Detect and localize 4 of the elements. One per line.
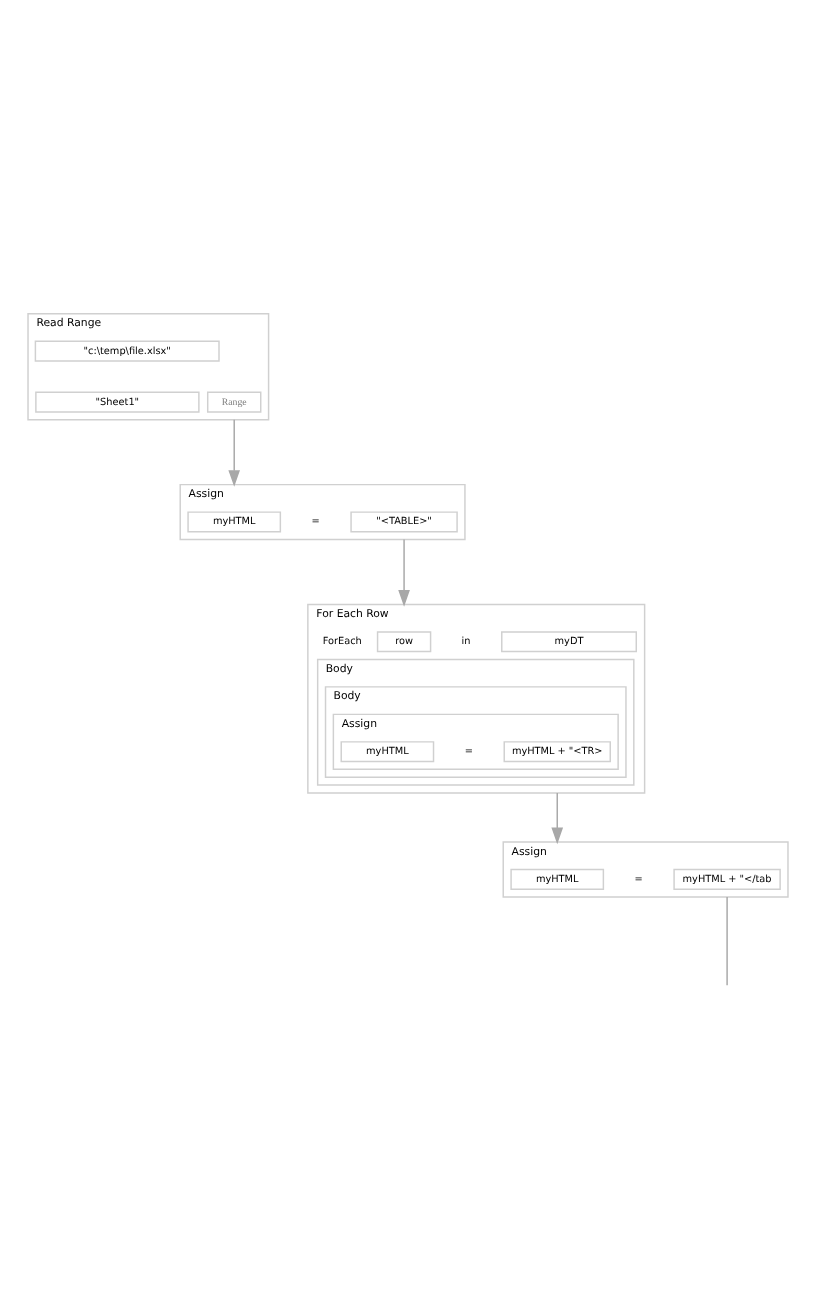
- connector: [726, 896, 728, 987]
- arrow: [228, 419, 241, 487]
- arrow: [551, 792, 564, 845]
- arrow: [398, 538, 410, 607]
